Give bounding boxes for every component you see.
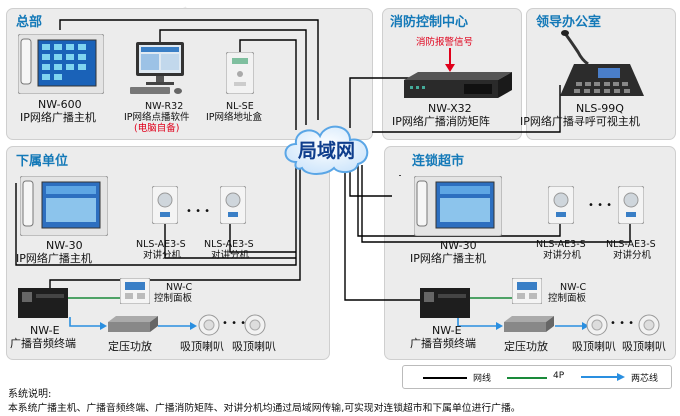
sub-ceiling-speaker2-icon xyxy=(244,314,266,336)
fire-matrix-icon xyxy=(404,72,512,98)
paging-mic-icon xyxy=(560,30,644,96)
chain-host-desc: IP网络广播主机 xyxy=(410,252,486,265)
chain-intercom-ellipsis: • • • xyxy=(588,200,613,211)
sub-panel-desc: 控制面板 xyxy=(154,293,193,304)
net-line-hq-soft xyxy=(159,29,307,125)
leader-mic-desc: IP网络广播寻呼可视主机 xyxy=(520,115,640,128)
twocore-line-sub-a xyxy=(69,317,100,327)
panel-chain-title: 连锁超市 xyxy=(412,154,465,169)
sub-host-desc: IP网络广播主机 xyxy=(16,252,92,265)
net-line-chain-int2 xyxy=(361,165,631,243)
sub-speaker-ellipsis: • • • xyxy=(222,318,247,329)
chain-intercom2-icon xyxy=(618,186,644,224)
nw30-host-icon xyxy=(20,176,108,236)
sub-intercom2-icon xyxy=(220,186,246,224)
sub-spk1-label: 吸顶喇叭 xyxy=(180,340,224,353)
chain-ceiling-speaker1-icon xyxy=(586,314,608,336)
sub-intercom1-icon xyxy=(152,186,178,224)
leader-mic-model: NLS-99Q xyxy=(576,102,624,115)
hq-host-model: NW-600 xyxy=(38,98,82,111)
net-line-leader xyxy=(372,85,561,133)
sub-int2-desc: 对讲分机 xyxy=(211,250,250,261)
fire-matrix-desc: IP网络广播消防矩阵 xyxy=(392,115,490,128)
chain-amplifier-icon xyxy=(504,316,554,332)
sub-control-panel-icon xyxy=(120,278,150,304)
twocore-line-chain-a xyxy=(457,317,496,327)
hq-addr-desc: IP网络地址盒 xyxy=(206,112,263,123)
hq-soft-model: NW-R32 xyxy=(145,101,184,112)
legend-twocore-swatch xyxy=(581,373,625,381)
chain-int1-model: NLS-AE3-S xyxy=(536,239,586,250)
chain-term-model: NW-E xyxy=(432,324,462,337)
sub-panel-model: NW-C xyxy=(166,282,193,293)
chain-terminal-icon xyxy=(420,288,470,318)
chain-int2-model: NLS-AE3-S xyxy=(606,239,656,250)
fire-alarm-signal: 消防报警信号 xyxy=(416,37,474,48)
nw600-host-icon xyxy=(18,34,104,94)
hq-soft-note: (电脑自备) xyxy=(134,123,180,134)
sub-host-model: NW-30 xyxy=(46,239,83,252)
net-line-chain-term xyxy=(344,165,430,301)
net-line-sub-int2 xyxy=(229,222,296,253)
panel-fire-title: 消防控制中心 xyxy=(390,15,469,30)
chain-int2-desc: 对讲分机 xyxy=(613,250,652,261)
hq-addr-model: NL-SE xyxy=(226,101,254,112)
hq-soft-desc: IP网络点播软件 xyxy=(124,112,190,123)
sub-intercom-ellipsis: • • • xyxy=(186,206,211,217)
sub-amplifier-icon xyxy=(108,316,158,332)
legend: 网线 4P 两芯线 xyxy=(402,365,672,389)
chain-spk1-label: 吸顶喇叭 xyxy=(572,340,616,353)
chain-spk2-label: 吸顶喇叭 xyxy=(622,340,666,353)
address-box-icon xyxy=(226,52,254,94)
fire-matrix-model: NW-X32 xyxy=(428,102,472,115)
panel-hq-title: 总部 xyxy=(16,15,43,30)
chain-amp-label: 定压功放 xyxy=(504,340,548,353)
legend-network-label: 网线 xyxy=(473,374,492,384)
net-line-chain-host xyxy=(349,165,392,197)
lan-label: 局域网 xyxy=(298,140,356,162)
hq-host-desc: IP网络广播主机 xyxy=(20,111,96,124)
sub-int2-model: NLS-AE3-S xyxy=(204,239,254,250)
chain-term-desc: 广播音频终端 xyxy=(410,337,476,350)
notes-heading: 系统说明: xyxy=(8,389,52,400)
net-line-chain-int1 xyxy=(357,165,561,237)
chain-ceiling-speaker2-icon xyxy=(638,314,660,336)
legend-4p-label: 4P xyxy=(553,371,565,381)
chain-panel-desc: 控制面板 xyxy=(548,293,587,304)
chain-control-panel-icon xyxy=(512,278,542,304)
chain-host-model: NW-30 xyxy=(440,239,477,252)
legend-4p-swatch xyxy=(507,377,547,379)
sub-term-model: NW-E xyxy=(30,324,60,337)
sub-int1-model: NLS-AE3-S xyxy=(136,239,186,250)
chain-nw30-host-icon xyxy=(414,176,502,236)
sub-terminal-icon xyxy=(18,288,68,318)
net-line-hq-addr xyxy=(239,39,297,130)
lan-cloud-icon xyxy=(284,125,369,175)
sub-term-desc: 广播音频终端 xyxy=(10,337,76,350)
sub-int1-desc: 对讲分机 xyxy=(143,250,182,261)
sub-spk2-label: 吸顶喇叭 xyxy=(232,340,276,353)
legend-twocore-label: 两芯线 xyxy=(631,374,659,384)
net-line-hq-host xyxy=(59,19,319,120)
sub-amp-label: 定压功放 xyxy=(108,340,152,353)
legend-network-swatch xyxy=(423,377,467,379)
chain-intercom1-icon xyxy=(548,186,574,224)
sub-ceiling-speaker1-icon xyxy=(198,314,220,336)
net-line-fire xyxy=(349,77,420,128)
panel-leader-title: 领导办公室 xyxy=(536,15,602,30)
net-line-sub-int1 xyxy=(164,222,296,259)
computer-icon xyxy=(130,42,184,94)
net-line-sub-host xyxy=(15,165,297,266)
panel-sub-title: 下属单位 xyxy=(16,154,69,169)
chain-panel-model: NW-C xyxy=(560,282,587,293)
notes-body: 本系统广播主机、广播音频终端、广播消防矩阵、对讲分机均通过局域网传输,可实现对连… xyxy=(8,403,521,414)
chain-int1-desc: 对讲分机 xyxy=(543,250,582,261)
chain-speaker-ellipsis: • • • xyxy=(610,318,635,329)
